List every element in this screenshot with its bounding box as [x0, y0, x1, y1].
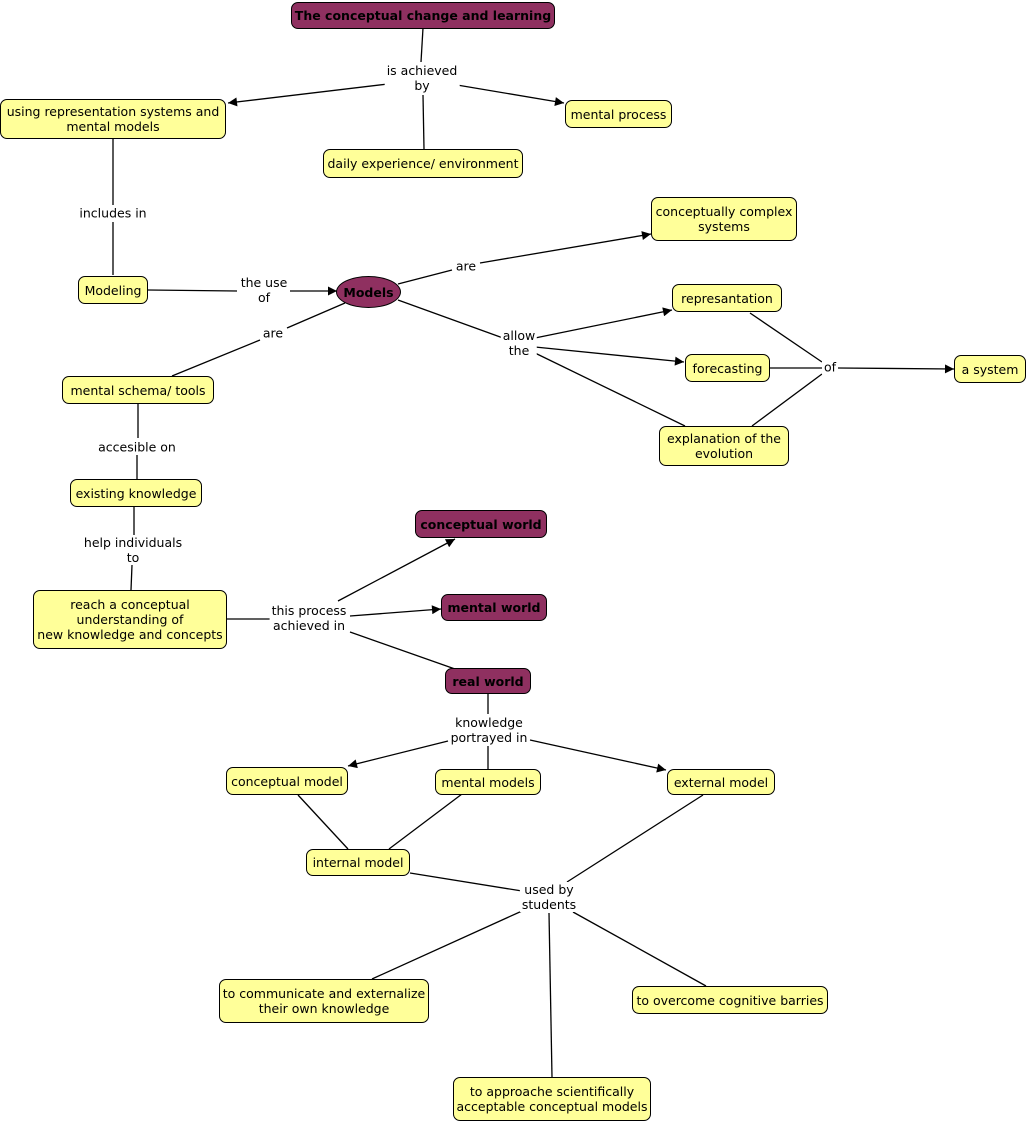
link-label-of: of	[821, 359, 839, 375]
concept-modeling[interactable]: Modeling	[78, 276, 148, 304]
link-label-is-achieved-by: is achieved by	[384, 63, 460, 93]
link-label-are-complex: are	[453, 258, 479, 274]
edge-models-allow	[397, 299, 504, 339]
concept-a-system[interactable]: a system	[954, 355, 1026, 383]
edge-models-are1	[397, 269, 453, 285]
link-label-help-individuals-to: help individuals to	[81, 535, 185, 565]
concept-forecasting[interactable]: forecasting	[685, 354, 770, 382]
edge-process-mworld	[349, 605, 442, 617]
concept-conceptual-world[interactable]: conceptual world	[415, 510, 547, 538]
edge-explain-of	[751, 373, 823, 427]
concept-external-model[interactable]: external model	[667, 769, 775, 795]
edge-usedby-overcome	[572, 911, 707, 987]
edge-process-rworld	[349, 631, 456, 670]
concept-communicate-externalize[interactable]: to communicate and externalize their own…	[219, 979, 429, 1023]
edge-achieved-repsys	[227, 83, 389, 107]
edge-of-system	[837, 364, 955, 374]
concept-explanation-evolution[interactable]: explanation of the evolution	[659, 426, 789, 466]
concept-existing-knowledge[interactable]: existing knowledge	[70, 479, 202, 507]
edge-extmodel-usedby	[566, 794, 704, 883]
edge-allow-explain	[534, 352, 686, 427]
link-label-used-by-students: used by students	[519, 882, 579, 912]
concept-mental-process[interactable]: mental process	[565, 100, 672, 128]
edge-cmodel-intmodel	[297, 794, 349, 850]
concept-models[interactable]: Models	[336, 276, 401, 308]
concept-mental-schema-tools[interactable]: mental schema/ tools	[62, 376, 214, 404]
link-label-allow-the: allow the	[500, 328, 538, 358]
edge-intmodel-usedby	[409, 872, 523, 892]
edge-modeling-useof	[147, 289, 238, 292]
edge-portrayed-extmodel	[529, 739, 667, 773]
link-label-are-schema: are	[260, 325, 286, 341]
edge-are1-complex	[479, 231, 652, 264]
concept-conceptual-model[interactable]: conceptual model	[226, 767, 348, 795]
edge-usedby-approach	[548, 912, 553, 1078]
edge-models-are2	[286, 302, 346, 329]
concept-real-world[interactable]: real world	[445, 668, 531, 694]
edge-help-reach	[130, 564, 133, 591]
concept-overcome-barries[interactable]: to overcome cognitive barries	[632, 986, 828, 1014]
edge-are2-schema	[171, 339, 261, 377]
concept-reach-understanding[interactable]: reach a conceptual understanding of new …	[33, 590, 227, 649]
edge-process-cworld	[337, 538, 456, 602]
edge-portrayed-cmodel	[347, 740, 449, 769]
concept-mental-world[interactable]: mental world	[441, 594, 547, 621]
concept-represantation[interactable]: represantation	[672, 284, 782, 312]
edge-root-achieved	[420, 27, 424, 63]
concept-daily-experience[interactable]: daily experience/ environment	[323, 149, 523, 178]
link-label-includes-in: includes in	[77, 205, 149, 221]
concept-conceptually-complex-systems[interactable]: conceptually complex systems	[651, 197, 797, 241]
edge-represent-of	[749, 312, 823, 363]
edge-allow-represent	[534, 307, 673, 339]
link-label-accesible-on: accesible on	[96, 439, 178, 455]
concept-representation-systems[interactable]: using representation systems and mental …	[0, 99, 226, 139]
concept-internal-model[interactable]: internal model	[306, 849, 410, 876]
concept-mental-models[interactable]: mental models	[435, 769, 541, 795]
link-label-knowledge-portrayed-in: knowledge portrayed in	[448, 715, 530, 745]
concept-approach-models[interactable]: to approache scientifically acceptable c…	[453, 1077, 651, 1121]
edge-achieved-mentalproc	[456, 84, 565, 106]
edge-usedby-communicate	[371, 910, 523, 980]
edge-mmodels-intmodel	[388, 793, 463, 850]
link-label-this-process-achieved-in: this process achieved in	[269, 603, 349, 633]
edge-allow-forecast	[534, 346, 685, 366]
edge-achieved-daily	[422, 94, 425, 150]
concept-conceptual-change-learning[interactable]: The conceptual change and learning	[291, 2, 555, 29]
link-label-the-use-of: the use of	[238, 275, 290, 305]
